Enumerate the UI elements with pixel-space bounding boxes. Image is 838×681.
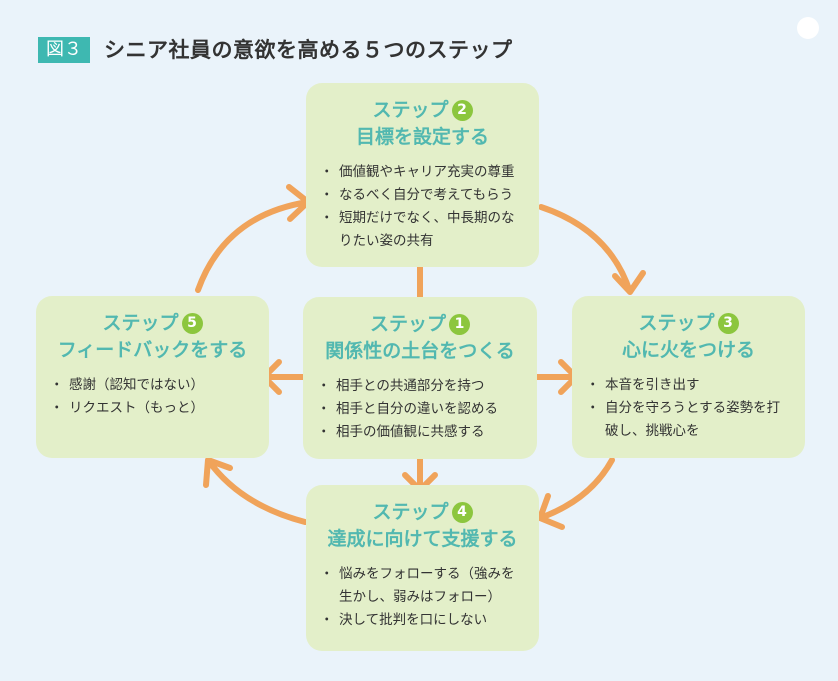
step1-number-badge: 1 (449, 314, 470, 335)
step2-number-badge: 2 (451, 100, 473, 121)
step1-title: 関係性の土台をつくる (325, 340, 515, 362)
bullet-item: 短期だけでなく、中長期のなりたい姿の共有 (320, 207, 527, 253)
step2-bullets: 価値観やキャリア充実の尊重 なるべく自分で考えてもらう 短期だけでなく、中長期の… (306, 161, 539, 253)
step3-title: 心に火をつける (621, 339, 755, 361)
step2-step-label: ステップ (372, 99, 449, 121)
step3-step-label: ステップ (638, 312, 715, 334)
step5-title: フィードバックをする (57, 339, 248, 361)
step4-number-badge: 4 (451, 502, 473, 523)
bullet-item: 相手の価値観に共感する (317, 421, 525, 444)
bullet-item: 相手と自分の違いを認める (317, 398, 525, 421)
step4-bullets: 悩みをフォローする（強みを生かし、弱みはフォロー） 決して批判を口にしない (306, 563, 539, 632)
corner-dot (797, 17, 819, 39)
bullet-item: 相手との共通部分を持つ (317, 375, 525, 398)
step4-title: 達成に向けて支援する (327, 528, 518, 550)
step4-step-label: ステップ (372, 501, 449, 523)
step1-bullets: 相手との共通部分を持つ 相手と自分の違いを認める 相手の価値観に共感する (303, 375, 537, 444)
step5-number-badge: 5 (181, 313, 203, 334)
arrow-step3-to-step4 (537, 457, 615, 530)
step3-number-badge: 3 (717, 313, 739, 334)
arrow-step4-to-step5 (203, 457, 308, 525)
arrow-step2-to-step3 (538, 204, 646, 295)
bullet-item: 感謝（認知ではない） (50, 374, 257, 397)
bullet-item: なるべく自分で考えてもらう (320, 184, 527, 207)
step5-bullets: 感謝（認知ではない） リクエスト（もっと） (36, 374, 269, 420)
bullet-item: 本音を引き出す (586, 374, 793, 397)
figure-label: 図３ (38, 37, 90, 63)
bullet-item: 価値観やキャリア充実の尊重 (320, 161, 527, 184)
bullet-item: 悩みをフォローする（強みを生かし、弱みはフォロー） (320, 563, 527, 609)
step1-step-label: ステップ (369, 313, 446, 335)
figure-title: シニア社員の意欲を高める５つのステップ (104, 38, 513, 62)
bullet-item: リクエスト（もっと） (50, 397, 257, 420)
step3-bullets: 本音を引き出す 自分を守ろうとする姿勢を打破し、挑戦心を (572, 374, 805, 443)
bullet-item: 自分を守ろうとする姿勢を打破し、挑戦心を (586, 397, 793, 443)
step5-step-label: ステップ (102, 312, 179, 334)
step2-title: 目標を設定する (355, 126, 489, 148)
arrow-step5-to-step2 (195, 184, 311, 293)
bullet-item: 決して批判を口にしない (320, 609, 527, 632)
